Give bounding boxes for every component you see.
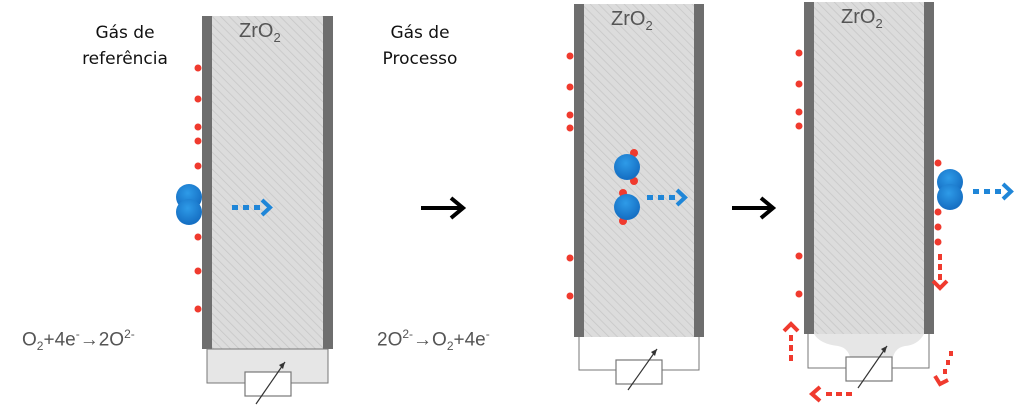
eq-part: +4e: [43, 329, 76, 351]
material-base: ZrO: [239, 20, 274, 42]
gas-label-line1: Gás de: [95, 23, 155, 43]
electrode-left: [574, 4, 584, 337]
reaction-equation-reference: O2+4e-→2O2-: [22, 327, 135, 353]
material-base: ZrO: [611, 8, 646, 30]
gas-label-line1: Gás de: [390, 23, 450, 43]
resistor-arrow-icon: [627, 348, 658, 391]
ion-flow-arrow-icon: [647, 188, 688, 207]
gas-label-reference: Gás de referência: [60, 20, 190, 72]
electrons-left: [194, 64, 202, 313]
eq-sub: 2: [36, 339, 44, 354]
gas-label-line2: referência: [82, 49, 168, 69]
gas-label-process: Gás de Processo: [365, 20, 475, 72]
eq-part: O: [432, 329, 447, 351]
material-sub: 2: [273, 30, 281, 45]
gas-label-line2: Processo: [382, 49, 458, 69]
electrode-right: [924, 2, 934, 334]
ion-flow-arrow-icon: [232, 198, 273, 217]
material-base: ZrO: [841, 6, 876, 28]
eq-part: +4e: [453, 329, 486, 351]
reaction-equation-process: 2O2-→O2+4e-: [377, 327, 490, 353]
eq-arrow: →: [79, 329, 99, 351]
eq-part: 2O: [98, 329, 125, 351]
depletion-zone: [814, 334, 924, 363]
zirconia-body: [804, 2, 934, 334]
oxygen-molecule-icon: [937, 169, 963, 210]
eq-arrow: →: [413, 329, 433, 351]
sensor-cell-output: [804, 2, 934, 389]
eq-part: 2O: [377, 329, 403, 351]
eq-sup: 2-: [124, 327, 135, 341]
eq-sup: -: [75, 327, 80, 341]
next-step-arrow-icon: [421, 196, 467, 220]
next-step-arrow-icon: [732, 196, 777, 220]
electrons-left: [795, 49, 803, 298]
electrode-right: [323, 16, 333, 349]
sensor-cell-reference: [202, 16, 333, 405]
variable-resistor-icon: [845, 356, 893, 382]
resistor-arrow-icon: [857, 345, 888, 389]
electrode-right: [694, 4, 704, 337]
material-label: ZrO2: [239, 20, 281, 45]
oxygen-molecule-icon: [176, 184, 202, 225]
material-label: ZrO2: [611, 8, 653, 33]
zirconia-body: [202, 16, 332, 349]
electrons-left: [566, 52, 574, 300]
electrode-left: [804, 2, 814, 334]
eq-sub: 2: [446, 339, 454, 354]
material-label: ZrO2: [841, 6, 883, 31]
material-sub: 2: [875, 16, 883, 31]
electrode-left: [202, 16, 212, 349]
variable-resistor-icon: [244, 371, 292, 397]
eq-part: O: [22, 329, 37, 351]
oxygen-ions-icon: [614, 149, 640, 225]
electrons-right: [934, 159, 942, 246]
resistor-arrow-icon: [255, 361, 286, 405]
eq-sup: 2-: [402, 327, 414, 341]
electron-flow-arrows-icon: [782, 254, 953, 403]
oxygen-release-arrow-icon: [973, 182, 1014, 201]
variable-resistor-icon: [615, 359, 663, 385]
material-sub: 2: [645, 18, 653, 33]
eq-sup: -: [485, 327, 490, 341]
